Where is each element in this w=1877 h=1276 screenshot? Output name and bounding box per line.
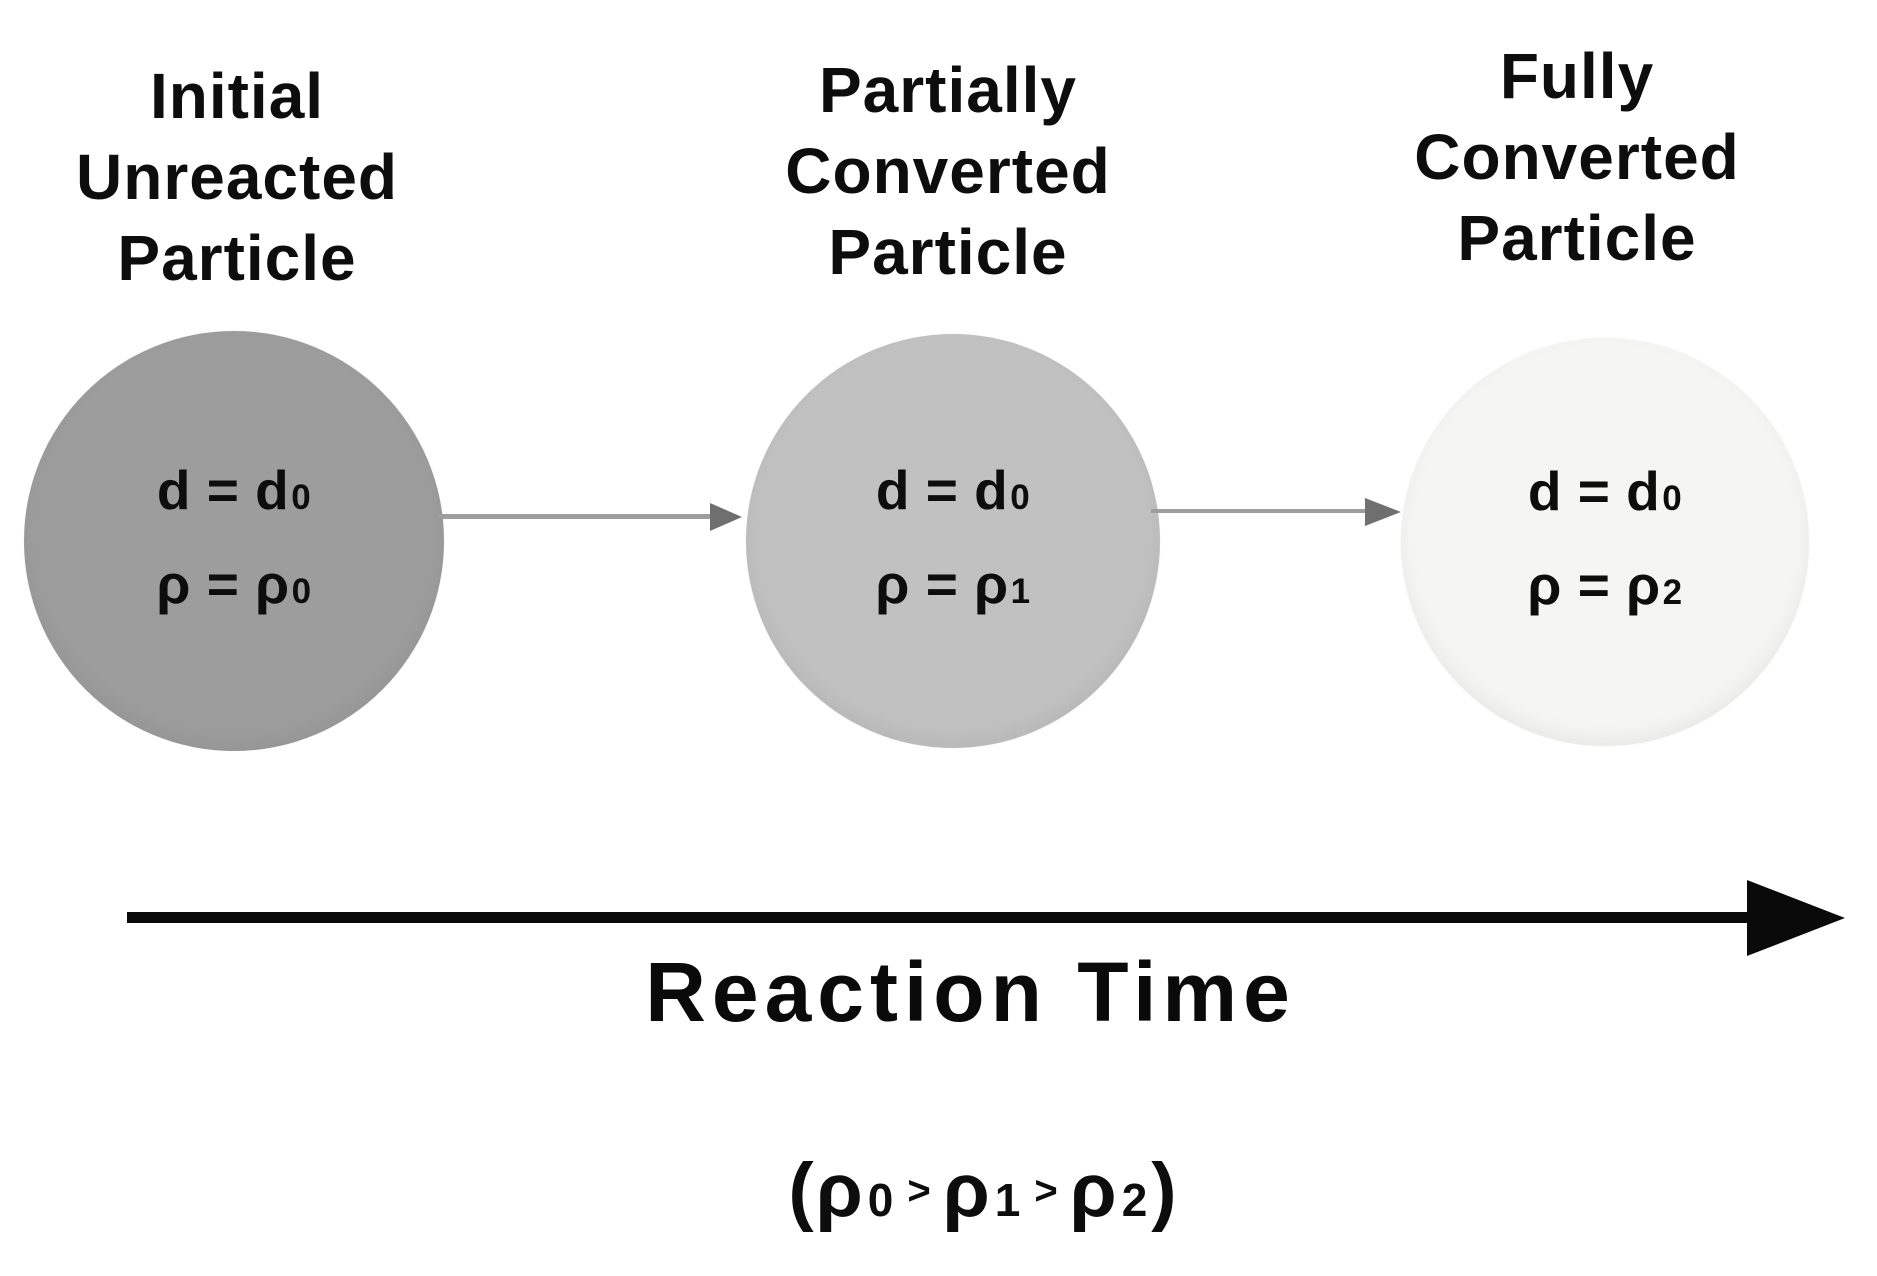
- reaction-time-arrow-head-icon: [1747, 880, 1845, 956]
- equation-subscript: 1: [1010, 572, 1031, 611]
- rho-symbol: ρ: [1069, 1148, 1119, 1233]
- equation-text: d = d: [1527, 460, 1661, 522]
- particle-properties: d = d0 ρ = ρ1: [875, 447, 1030, 635]
- title-line: Particle: [828, 216, 1068, 288]
- stage-title-initial-unreacted: Initial Unreacted Particle: [0, 56, 537, 299]
- reaction-time-label: Reaction Time: [645, 945, 1296, 1039]
- title-line: Partially: [818, 54, 1078, 126]
- stage-transition-arrow-1-shaft: [438, 514, 710, 519]
- density-relation: (ρ0>ρ1>ρ2): [45, 1153, 1877, 1229]
- equation-subscript: 0: [291, 572, 312, 611]
- equation-text: ρ = ρ: [1527, 554, 1661, 616]
- rho-subscript: 0: [867, 1174, 896, 1226]
- title-line: Converted: [785, 135, 1111, 207]
- title-line: Unreacted: [76, 141, 398, 213]
- initial-particle-circle: d = d0 ρ = ρ0: [24, 331, 444, 751]
- stage-title-partially-converted: Partially Converted Particle: [648, 50, 1248, 293]
- equation-text: d = d: [156, 459, 290, 521]
- title-line: Fully: [1499, 40, 1655, 112]
- equation-subscript: 2: [1662, 573, 1683, 612]
- fully-converted-particle-circle: d = d0 ρ = ρ2: [1401, 338, 1809, 746]
- stage-title-fully-converted: Fully Converted Particle: [1277, 36, 1877, 279]
- diameter-equation: d = d0: [875, 447, 1030, 541]
- equation-text: ρ = ρ: [875, 553, 1009, 615]
- particle-properties: d = d0 ρ = ρ2: [1527, 448, 1682, 636]
- particle-properties: d = d0 ρ = ρ0: [156, 447, 311, 635]
- greater-than-symbol: >: [1034, 1169, 1060, 1213]
- density-equation: ρ = ρ2: [1527, 542, 1682, 636]
- rho-symbol: ρ: [815, 1148, 865, 1233]
- rho-symbol: ρ: [942, 1148, 992, 1233]
- stage-transition-arrow-2-shaft: [1151, 509, 1365, 513]
- open-paren: (: [788, 1148, 816, 1233]
- title-line: Initial: [149, 60, 325, 132]
- equation-subscript: 0: [1662, 479, 1683, 518]
- title-line: Particle: [1457, 202, 1697, 274]
- equation-text: d = d: [875, 459, 1009, 521]
- close-paren: ): [1151, 1148, 1179, 1233]
- greater-than-symbol: >: [907, 1169, 933, 1213]
- partially-converted-particle-circle: d = d0 ρ = ρ1: [746, 334, 1160, 748]
- title-line: Converted: [1414, 121, 1740, 193]
- rho-subscript: 2: [1121, 1174, 1150, 1226]
- density-equation: ρ = ρ0: [156, 541, 311, 635]
- reaction-time-arrow-shaft: [127, 912, 1747, 923]
- stage-transition-arrow-1-head-icon: [710, 503, 742, 531]
- rho-subscript: 1: [994, 1174, 1023, 1226]
- density-equation: ρ = ρ1: [875, 541, 1030, 635]
- diameter-equation: d = d0: [156, 447, 311, 541]
- equation-text: ρ = ρ: [156, 553, 290, 615]
- equation-subscript: 0: [1010, 478, 1031, 517]
- stage-transition-arrow-2-head-icon: [1365, 498, 1401, 526]
- equation-subscript: 0: [291, 478, 312, 517]
- diameter-equation: d = d0: [1527, 448, 1682, 542]
- title-line: Particle: [117, 222, 357, 294]
